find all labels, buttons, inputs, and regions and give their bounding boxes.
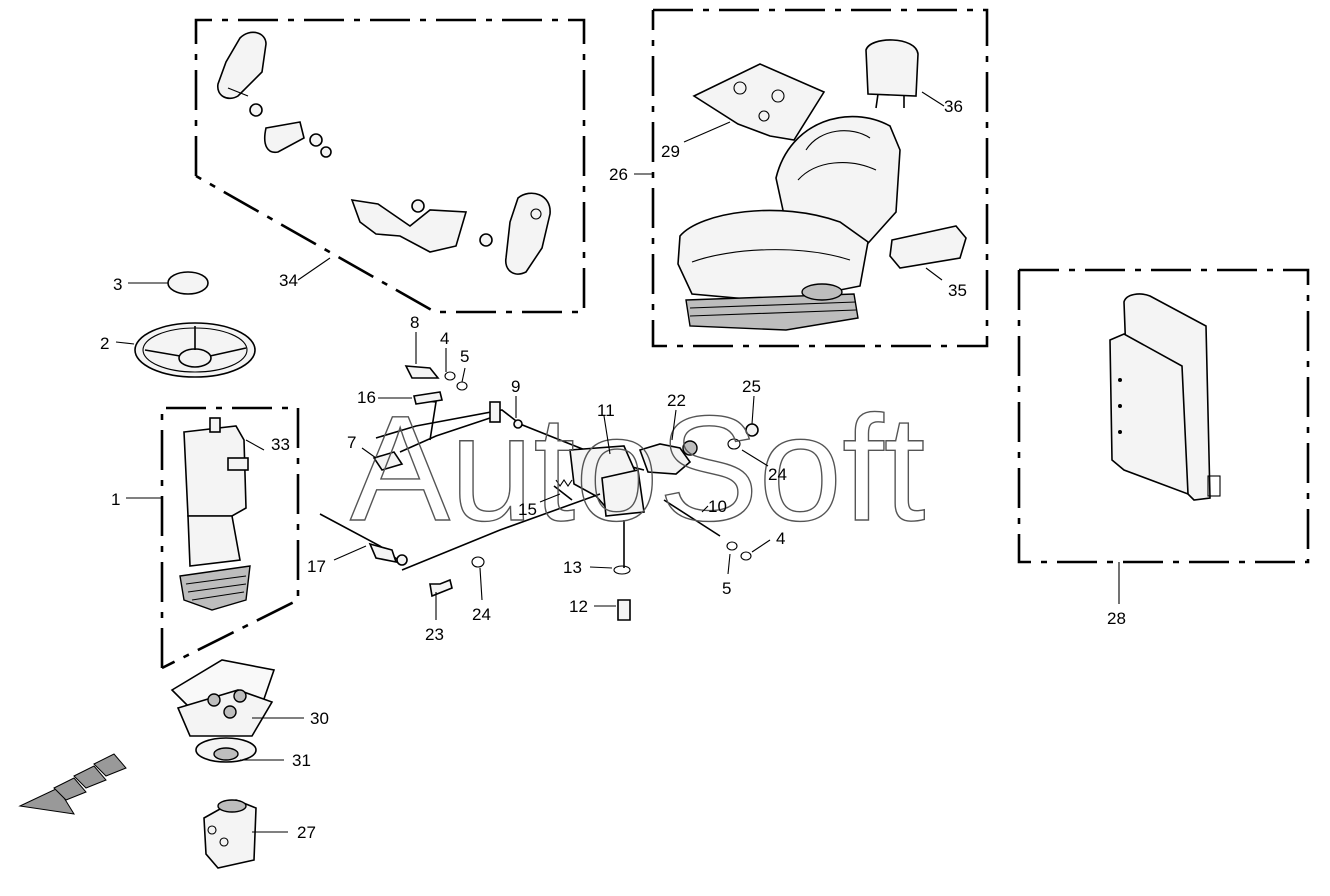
callout-9: 9: [511, 377, 520, 396]
callout-33: 33: [271, 435, 290, 454]
callout-7: 7: [347, 433, 356, 452]
front-direction-arrow-icon: [18, 753, 127, 815]
callout-15: 15: [518, 500, 537, 519]
callout-11: 11: [597, 401, 615, 420]
leader-lines: [115, 91, 1120, 833]
callout-5-top: 5: [460, 347, 469, 366]
steering-column: [179, 417, 251, 611]
callout-4-right: 4: [776, 529, 785, 548]
callout-2: 2: [100, 334, 109, 353]
callout-30: 30: [310, 709, 329, 728]
armrest-kit-frame: [194, 18, 586, 314]
steering-wheel-cap: [167, 271, 209, 295]
callout-16: 16: [357, 388, 376, 407]
callout-26: 26: [609, 165, 628, 184]
callout-labels: 3 2 1 34 26 29 36 35 28 8 4 5 9 16 7 33 …: [100, 97, 1126, 842]
seat-assembly-frame: [651, 8, 989, 348]
callout-5-right: 5: [722, 579, 731, 598]
seat-cover: [1109, 293, 1221, 501]
steering-column-frame: [160, 406, 300, 670]
callout-12: 12: [569, 597, 588, 616]
seat-cover-frame: [1017, 268, 1310, 564]
steering-orbitrol-unit: [203, 799, 257, 869]
callout-25: 25: [742, 377, 761, 396]
callout-35: 35: [948, 281, 967, 300]
callout-34: 34: [279, 271, 298, 290]
callout-24-right: 24: [768, 465, 787, 484]
callout-1: 1: [111, 490, 120, 509]
callout-4-top: 4: [440, 329, 449, 348]
operator-seat: [677, 115, 901, 331]
callout-28: 28: [1107, 609, 1126, 628]
callout-31: 31: [292, 751, 311, 770]
watermark-text: AutoSoft: [350, 384, 925, 552]
callout-22: 22: [667, 391, 686, 410]
pedal-linkage-assembly: [319, 365, 759, 621]
steering-valve-flange: [195, 737, 257, 763]
steering-wheel: [134, 322, 256, 378]
callout-23: 23: [425, 625, 444, 644]
seat-mounting-plate: [692, 63, 826, 141]
callout-8: 8: [410, 313, 419, 332]
callout-13: 13: [563, 558, 582, 577]
callout-24-bottom: 24: [472, 605, 491, 624]
callout-27: 27: [297, 823, 316, 842]
callout-3: 3: [113, 275, 122, 294]
callout-29: 29: [661, 142, 680, 161]
callout-10: 10: [708, 497, 727, 516]
steering-valve-gasket: [170, 659, 276, 737]
callout-17: 17: [307, 557, 326, 576]
seat-side-armrest: [889, 225, 967, 269]
armrest-parts: [217, 31, 551, 275]
callout-36: 36: [944, 97, 963, 116]
seat-headrest: [865, 39, 919, 109]
